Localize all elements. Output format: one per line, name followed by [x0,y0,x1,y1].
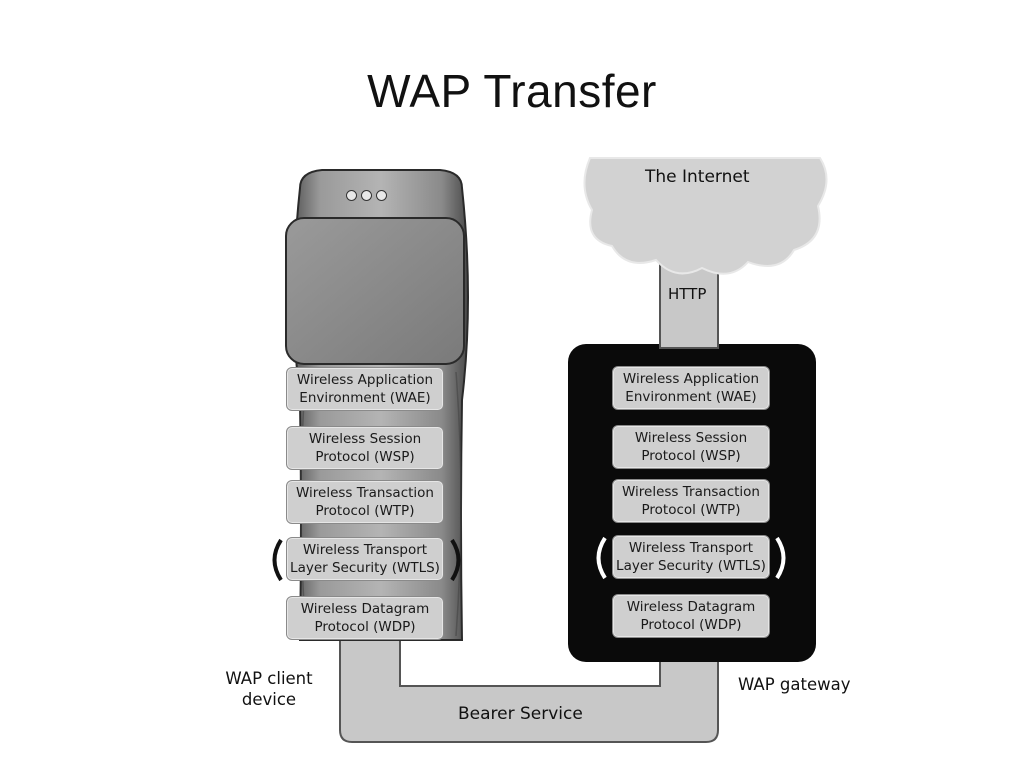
slide-title: WAP Transfer [367,65,657,117]
phone-speaker [346,190,387,201]
internet-cloud [583,157,828,275]
gateway-wsp-layer: Wireless Session Protocol (WSP) [612,425,770,469]
client-wtls-layer: Wireless Transport Layer Security (WTLS) [286,537,444,581]
gateway-wtp-layer: Wireless Transaction Protocol (WTP) [612,479,770,523]
speaker-dot [346,190,357,201]
internet-label: The Internet [645,167,750,187]
gateway-wdp-layer: Wireless Datagram Protocol (WDP) [612,594,770,638]
gateway-wtls-bracket-left [596,536,607,580]
client-wdp-layer: Wireless Datagram Protocol (WDP) [286,596,444,640]
client-wsp-layer: Wireless Session Protocol (WSP) [286,426,444,470]
gateway-wae-layer: Wireless Application Environment (WAE) [612,366,770,410]
gateway-wtls-layer: Wireless Transport Layer Security (WTLS) [612,535,770,579]
http-pipe [659,257,719,349]
client-wtls-bracket-left [272,538,283,582]
http-label: HTTP [668,285,707,303]
phone-screen [285,217,465,365]
client-wae-layer: Wireless Application Environment (WAE) [286,367,444,411]
wap-gateway-label: WAP gateway [738,675,851,694]
client-wtp-layer: Wireless Transaction Protocol (WTP) [286,480,444,524]
wap-client-device-label: WAP client device [225,669,313,709]
client-wtls-bracket-right [450,538,461,582]
speaker-dot [361,190,372,201]
bearer-service-label: Bearer Service [458,704,583,724]
speaker-dot [376,190,387,201]
gateway-wtls-bracket-right [775,536,786,580]
